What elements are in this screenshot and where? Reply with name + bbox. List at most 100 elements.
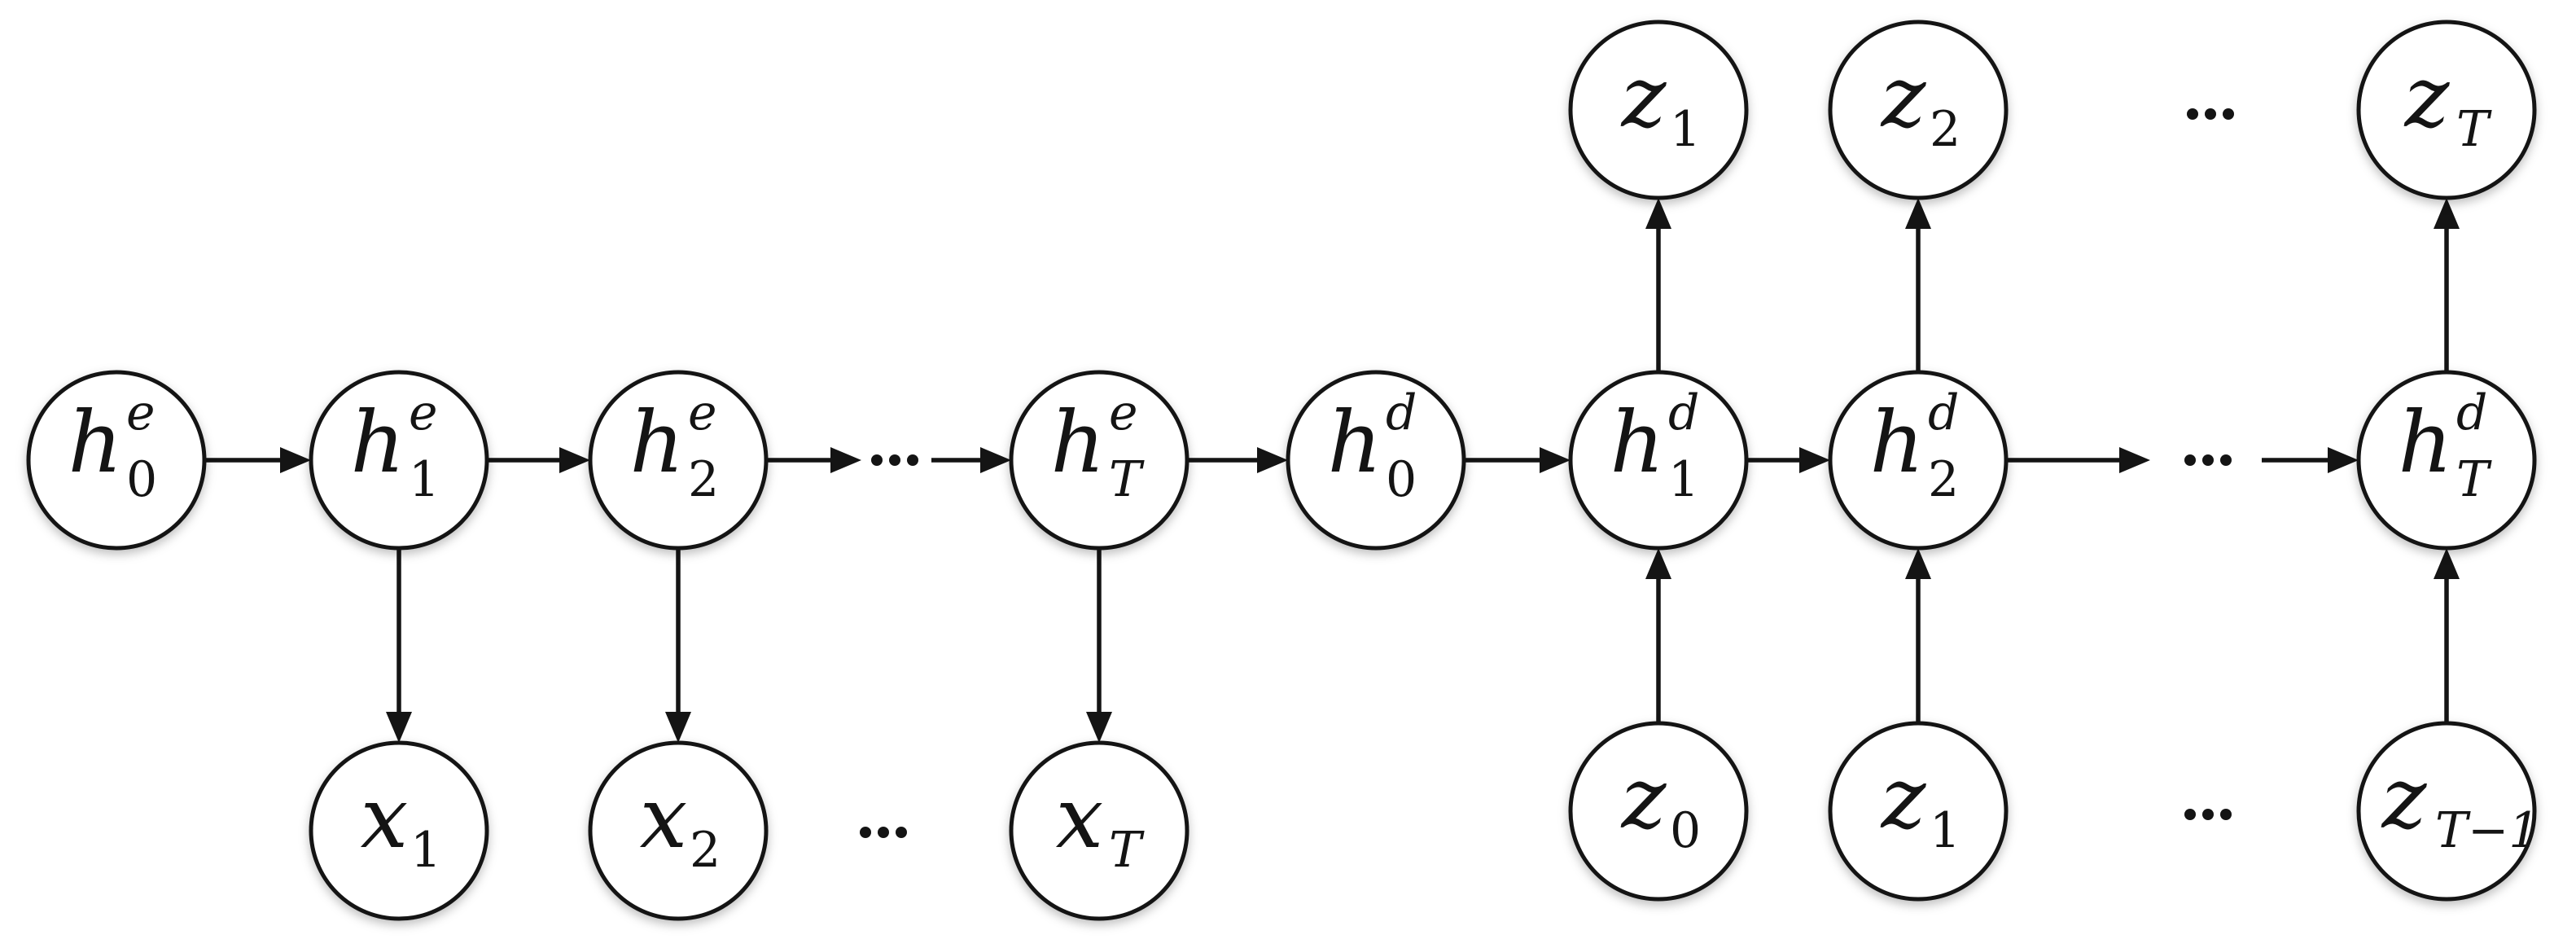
node-label-sup-h-e-T: e	[1109, 384, 1138, 441]
arrowhead-right-icon	[1257, 447, 1288, 473]
node-circle-z-2-top	[1828, 20, 2009, 200]
node-label-sup-h-d-1: d	[1668, 384, 1699, 441]
node-label-main-z-T-1-bottom: z	[2381, 748, 2428, 848]
edge-he0-he1	[204, 447, 311, 473]
node-circle-h-d-1	[1568, 370, 1749, 551]
arrowhead-down-icon	[1086, 712, 1112, 743]
node-label-main-z-T-top: z	[2403, 47, 2451, 147]
node-label-sub-z-0-bottom: 0	[1670, 802, 1701, 859]
node-label-main-h-d-1: h	[1610, 393, 1665, 492]
edge-hd2-z2	[1905, 198, 1931, 372]
edge-zT1-hdT	[2434, 548, 2460, 723]
edge-he2-x2	[665, 548, 691, 743]
edge-dots-hdT	[2262, 447, 2359, 473]
node-label-main-h-d-2: h	[1870, 393, 1925, 492]
node-label-sub-h-e-1: 1	[409, 451, 440, 508]
node-label-sub-h-d-T: T	[2456, 451, 2492, 508]
node-circle-h-e-1	[309, 370, 489, 551]
node-label-sup-h-d-T: d	[2456, 384, 2487, 441]
arrowhead-down-icon	[386, 712, 412, 743]
dots-x-bottom-ellipsis-icon	[860, 827, 907, 838]
node-label-main-z-0-bottom: z	[1620, 748, 1667, 848]
node-label-main-h-e-1: h	[351, 393, 405, 492]
edge-hd1-hd2	[1746, 447, 1830, 473]
node-label-sub-h-d-2: 2	[1928, 451, 1959, 508]
node-circle-h-e-2	[588, 370, 769, 551]
dots-decoder-hidden-ellipsis-icon	[2184, 454, 2232, 466]
arrowhead-right-icon	[280, 447, 311, 473]
arrowhead-up-icon	[1645, 198, 1671, 229]
edge-he2-dots	[766, 447, 861, 473]
node-label-sub-x-T: T	[1109, 822, 1145, 879]
node-label-main-x-T: x	[1056, 768, 1104, 867]
arrowhead-right-icon	[2119, 447, 2150, 473]
arrowhead-up-icon	[2434, 548, 2460, 579]
edge-dots-heT	[931, 447, 1011, 473]
node-label-sub-z-1-bottom: 1	[1930, 802, 1960, 859]
node-label-sub-z-T-1-bottom: T−1	[2435, 802, 2539, 859]
edge-z0-hd1	[1645, 548, 1671, 723]
node-label-sub-h-d-0: 0	[1386, 451, 1417, 508]
node-label-sub-x-2: 2	[690, 822, 721, 879]
arrowhead-up-icon	[1645, 548, 1671, 579]
node-label-sub-x-1: 1	[410, 822, 441, 879]
node-circle-h-d-T	[2356, 370, 2537, 551]
node-label-sup-h-e-1: e	[409, 384, 438, 441]
edge-he1-x1	[386, 548, 412, 743]
arrowhead-up-icon	[2434, 198, 2460, 229]
node-label-sub-z-2-top: 2	[1930, 101, 1960, 158]
edge-hd0-hd1	[1464, 447, 1571, 473]
node-label-sub-h-e-T: T	[1109, 451, 1145, 508]
arrowhead-down-icon	[665, 712, 691, 743]
node-label-main-h-d-0: h	[1328, 393, 1382, 492]
edge-he1-he2	[487, 447, 590, 473]
arrowhead-up-icon	[1905, 198, 1931, 229]
node-label-sup-h-d-0: d	[1386, 384, 1417, 441]
node-label-sub-z-T-top: T	[2456, 101, 2492, 158]
node-label-main-x-2: x	[640, 768, 688, 867]
node-label-main-h-e-T: h	[1051, 393, 1106, 492]
edge-heT-xT	[1086, 548, 1112, 743]
node-label-sup-h-e-2: e	[688, 384, 717, 441]
node-label-sup-h-d-2: d	[1928, 384, 1959, 441]
node-circle-h-e-0	[26, 370, 207, 551]
edge-hd1-z1	[1645, 198, 1671, 372]
node-label-main-x-1: x	[361, 768, 409, 867]
node-circle-z-T-top	[2356, 20, 2537, 200]
node-circle-x-T	[1009, 740, 1189, 921]
node-label-sup-h-e-0: e	[126, 384, 156, 441]
arrowhead-right-icon	[1799, 447, 1830, 473]
node-circle-z-1-bottom	[1828, 721, 2009, 902]
node-label-sub-h-e-2: 2	[688, 451, 719, 508]
node-label-main-h-d-T: h	[2399, 393, 2453, 492]
edge-z1-hd2	[1905, 548, 1931, 723]
node-label-sub-z-1-top: 1	[1670, 101, 1701, 158]
node-circle-x-2	[588, 740, 769, 921]
arrowhead-right-icon	[559, 447, 590, 473]
dots-z-bottom-ellipsis-icon	[2184, 809, 2232, 820]
node-label-main-z-1-bottom: z	[1880, 748, 1927, 848]
node-label-main-z-2-top: z	[1880, 47, 1927, 147]
node-label-main-h-e-0: h	[68, 393, 123, 492]
arrowhead-right-icon	[1540, 447, 1571, 473]
dots-encoder-hidden-ellipsis-icon	[871, 454, 918, 466]
edge-hdT-zT	[2434, 198, 2460, 372]
arrowhead-right-icon	[980, 447, 1011, 473]
node-label-sub-h-e-0: 0	[126, 451, 157, 508]
